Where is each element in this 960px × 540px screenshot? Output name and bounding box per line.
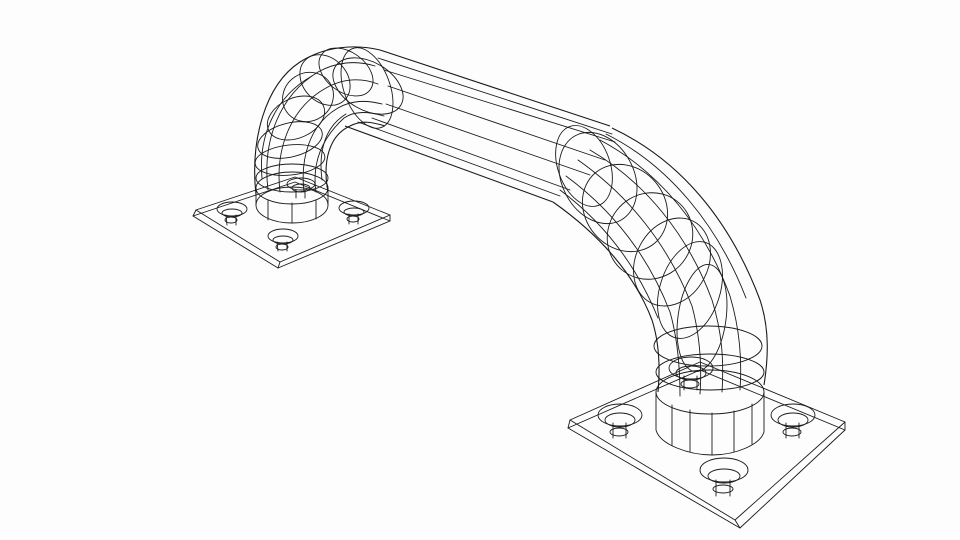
left-elbow <box>254 46 404 196</box>
right-mounting-plate <box>567 361 846 529</box>
right-plate-screw-4 <box>668 356 714 391</box>
right-boss <box>655 369 765 456</box>
handle-bar <box>340 47 616 207</box>
right-plate-screw-2 <box>770 403 816 439</box>
left-plate-screw-2 <box>338 200 370 225</box>
left-plate-screw-1 <box>216 201 248 226</box>
left-plate-screw-3 <box>267 228 299 252</box>
left-mounting-plate <box>192 176 391 269</box>
left-plate-screw-4 <box>286 177 316 199</box>
right-plate-screw-1 <box>597 403 643 439</box>
right-elbow <box>552 127 768 397</box>
right-plate-screw-3 <box>699 457 749 497</box>
